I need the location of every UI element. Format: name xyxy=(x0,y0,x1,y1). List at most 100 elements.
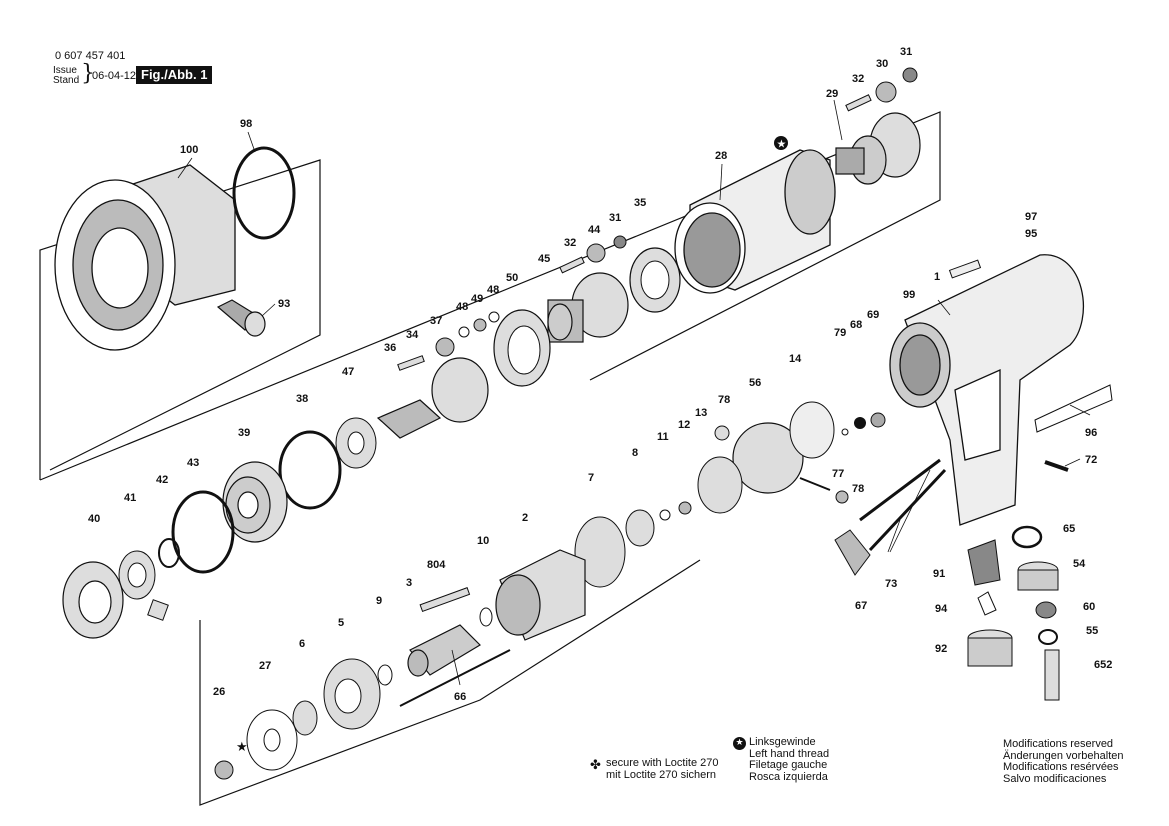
callout-78: 78 xyxy=(718,394,730,406)
callout-26: 26 xyxy=(213,686,225,698)
trigger-part xyxy=(834,529,871,576)
callout-36: 36 xyxy=(384,342,396,354)
callout-66: 66 xyxy=(454,691,466,703)
part-number: 0 607 457 401 xyxy=(55,50,126,62)
spindle-part xyxy=(376,357,489,439)
pin-part xyxy=(845,94,872,112)
callout-40: 40 xyxy=(88,513,100,525)
clover-icon: ✤ xyxy=(590,758,601,773)
callout-68: 68 xyxy=(850,319,862,331)
gear-part xyxy=(875,81,897,103)
issue-label-en: Issue xyxy=(53,65,77,76)
callout-44: 44 xyxy=(588,224,601,236)
lefthand-line-de: Linksgewinde xyxy=(749,736,816,748)
callout-55: 55 xyxy=(1086,625,1098,637)
loctite-line-en: secure with Loctite 270 xyxy=(606,757,719,769)
callout-5: 5 xyxy=(338,617,344,629)
issue-date: 06-04-12 xyxy=(92,70,137,82)
callout-77: 77 xyxy=(832,468,844,480)
callout-97: 97 xyxy=(1025,211,1037,223)
star-icon: ★ xyxy=(236,740,248,755)
callout-72: 72 xyxy=(1085,454,1097,466)
star-circle-icon: ★ xyxy=(774,136,788,151)
issue-brace: } xyxy=(81,61,95,86)
callout-42: 42 xyxy=(156,474,168,486)
mod-line-es: Salvo modificaciones xyxy=(1003,772,1107,785)
callout-91: 91 xyxy=(933,568,945,580)
callout-10: 10 xyxy=(477,535,489,547)
callout-65: 65 xyxy=(1063,523,1075,535)
socket-screw-part xyxy=(216,299,266,337)
callout-14: 14 xyxy=(789,353,802,365)
cylinder-sleeve-part xyxy=(674,149,836,294)
callout-47: 47 xyxy=(342,366,354,378)
callout-78: 78 xyxy=(852,483,864,495)
callout-67: 67 xyxy=(855,600,867,612)
callout-41: 41 xyxy=(124,492,136,504)
callout-73: 73 xyxy=(885,578,897,590)
flange-housing-part xyxy=(54,164,236,351)
callout-28: 28 xyxy=(715,150,727,162)
mod-line-de: Änderungen vorbehalten xyxy=(1003,749,1124,762)
callout-32: 32 xyxy=(564,237,576,249)
callout-8: 8 xyxy=(632,447,638,459)
callout-38: 38 xyxy=(296,393,308,405)
callout-95: 95 xyxy=(1025,228,1037,240)
callout-31: 31 xyxy=(900,46,912,58)
planet-carrier-part xyxy=(835,112,921,185)
mod-line-en: Modifications reserved xyxy=(1003,738,1114,750)
filter-part xyxy=(967,539,1001,586)
callout-35: 35 xyxy=(634,197,646,209)
callout-13: 13 xyxy=(695,407,707,419)
callout-39: 39 xyxy=(238,427,250,439)
callout-37: 37 xyxy=(430,315,442,327)
o-ring-part xyxy=(232,146,296,240)
frame-lower xyxy=(199,559,701,806)
callout-6: 6 xyxy=(299,638,305,650)
callout-7: 7 xyxy=(588,472,594,484)
retaining-ring-part xyxy=(278,430,342,510)
callout-12: 12 xyxy=(678,419,690,431)
callout-48: 48 xyxy=(487,284,499,296)
callout-96: 96 xyxy=(1085,427,1097,439)
callout-31: 31 xyxy=(609,212,621,224)
callout-100: 100 xyxy=(180,144,198,156)
callout-11: 11 xyxy=(657,431,669,443)
rear-bearing-part xyxy=(625,509,655,547)
frame-upper xyxy=(39,159,321,480)
end-cap-part xyxy=(62,561,124,639)
loctite-line-de: mit Loctite 270 sichern xyxy=(606,768,717,781)
svg-text:★: ★ xyxy=(777,138,787,151)
callout-34: 34 xyxy=(406,329,419,341)
callout-30: 30 xyxy=(876,58,888,70)
callout-93: 93 xyxy=(278,298,290,310)
callout-50: 50 xyxy=(506,272,518,284)
inlet-fitting-part xyxy=(1017,561,1059,591)
callout-92: 92 xyxy=(935,643,947,655)
callout-2: 2 xyxy=(522,512,528,524)
plug-part xyxy=(967,629,1013,667)
handle-housing-part xyxy=(889,254,1084,526)
lefthand-line-es: Rosca izquierda xyxy=(749,770,828,783)
callout-32: 32 xyxy=(852,73,864,85)
lefthand-line-fr: Filetage gauche xyxy=(749,759,828,771)
callout-48: 48 xyxy=(456,301,468,313)
rotor-part xyxy=(407,624,481,677)
callout-45: 45 xyxy=(538,253,550,265)
callout-79: 79 xyxy=(834,327,846,339)
issue-label: Issue Stand xyxy=(53,66,79,86)
ball-bearing-part xyxy=(222,461,288,543)
frame-middle xyxy=(39,111,941,481)
star-circle-icon: ★ xyxy=(733,737,746,750)
o-ring-small-part xyxy=(171,490,235,574)
callout-54: 54 xyxy=(1073,558,1086,570)
callout-9: 9 xyxy=(376,595,382,607)
callout-804: 804 xyxy=(427,559,446,571)
callout-29: 29 xyxy=(826,88,838,100)
modifications-note: Modifications reserved Änderungen vorbeh… xyxy=(1003,738,1124,785)
callout-94: 94 xyxy=(935,603,948,615)
motor-cylinder-part xyxy=(495,549,586,641)
callout-69: 69 xyxy=(867,309,879,321)
ring-gear-part xyxy=(547,272,629,343)
nipple-part xyxy=(1044,649,1060,701)
